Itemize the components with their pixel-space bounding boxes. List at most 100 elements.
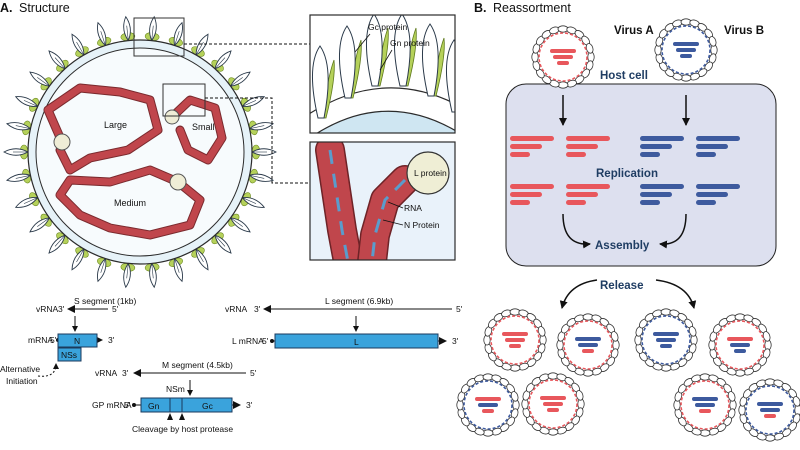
helix-left-rna [328,149,350,260]
alt-initiation-line2: Initiation [6,376,38,386]
gc-pointer [354,33,371,53]
rna-segment [566,200,586,205]
virus-a-label: Virus A [614,25,654,37]
rna-segment [696,144,728,149]
alt-initiation-line1: Alternative [0,364,40,374]
m-mrna-5prime: 5' [124,400,131,410]
virus-segment [673,42,699,46]
progeny-7 [673,373,737,437]
panel-a-letter: A. [0,1,13,15]
virus-segment [692,397,718,401]
l-box [274,333,439,349]
m-vrna-label: vRNA [95,368,118,378]
release-arrow-left [559,279,598,309]
m-segment-schematic: vRNA 3' 5' M segment (4.5kb) NSm GP mRNA… [92,360,257,434]
virion-particle: Large Medium Small [3,15,277,289]
gc-spike-stalk [249,174,265,179]
virus-segment [478,403,498,407]
gc-spike-stalk [195,248,204,263]
virus-segment [727,337,753,341]
zoom-box-glycoproteins [133,17,185,57]
rna-pointer [387,201,404,209]
gc-spike-stalk [37,217,50,227]
rna-segment [566,136,610,141]
rna-segment [566,192,598,197]
rna-segment [640,136,684,141]
virus-segment [680,54,692,58]
rna-segment [640,152,660,157]
l-vrna-5prime: 5' [456,304,463,314]
gc-spike-stalk [76,41,85,56]
gc-spike-stalk [249,125,265,130]
s-segment-schematic: vRNA 3' 5' S segment (1kb) mRNA 5' 3' N … [0,296,137,386]
l-protein-medium [169,173,187,191]
rna-segment [510,152,530,157]
l-protein-small [164,109,180,125]
stack-blue-3 [640,184,684,205]
gc-spike-stalk [242,100,257,107]
rna-segment [696,136,740,141]
gc-spike-stalk [230,217,243,227]
stack-blue-4 [696,184,740,205]
virus-segment [575,337,601,341]
rna-segment [566,144,598,149]
inset-top-frame [309,14,456,134]
virus-particles [456,18,800,442]
s-mrna-3prime: 3' [108,335,115,345]
gc-spike-stalk [37,77,50,87]
s-vrna-3prime: 3' [58,304,65,314]
label-gn-protein: Gn protein [390,38,430,48]
assembly-arrow-right [659,213,687,249]
assembly-label: Assembly [595,240,650,252]
rna-segment [640,144,672,149]
stack-red-4 [566,184,610,205]
connector-bottom [205,97,310,184]
rna-segment [510,184,554,189]
virus-b-label: Virus B [724,25,764,37]
host-cell [505,83,777,267]
s-n-label: N [74,336,80,346]
gc-spike-stalk [174,258,180,273]
rna-segment [566,184,610,189]
virus-segment [699,409,711,413]
s-segment-title: S segment (1kb) [74,296,137,306]
gc-spike-stalk [214,57,226,69]
gc-spike-stalk [151,25,154,41]
s-mrna-label: mRNA [28,335,53,345]
gc-spike-stalk [195,41,204,56]
virus-segment [656,338,676,342]
panel-a-title: Structure [19,1,70,15]
replication-label: Replication [596,168,658,180]
inset-rnp-helix [315,142,420,260]
gc-spike-stalk [23,197,38,204]
rna-segment [510,136,554,141]
inset-gc-spike [311,45,329,119]
gc-spike-stalk [242,197,257,204]
m-vrna-3prime: 3' [122,368,129,378]
m-segment-title: M segment (4.5kb) [162,360,233,370]
inset-gc-spike [421,23,439,97]
inset-gc-spike [365,15,383,87]
gc-spike-stalk [54,57,66,69]
m-mrna-label: GP mRNA [92,400,132,410]
m-gn-label: Gn [148,401,160,411]
n-protein-pointer [382,219,404,226]
rna-segment [696,192,728,197]
panel-b-letter: B. [474,1,487,15]
s-vrna-5prime: 5' [112,304,119,314]
progeny-2 [556,313,620,377]
panel-b-heading: B. Reassortment [474,1,571,15]
rna-segment [510,192,542,197]
virus-segment [547,408,559,412]
cleavage-site-2 [179,413,185,420]
panel-a: A. Structure Large Medium Small [0,1,463,434]
host-cell-label: Host cell [600,70,648,82]
gc-spike-stalk [15,125,31,130]
progeny-6 [708,313,772,377]
s-vrna-label: vRNA [36,304,59,314]
s-n-box [57,333,98,348]
virus-segment [482,409,494,413]
label-gc-protein: Gc protein [368,22,407,32]
virus-segment [557,61,569,65]
virus-segment [695,403,715,407]
